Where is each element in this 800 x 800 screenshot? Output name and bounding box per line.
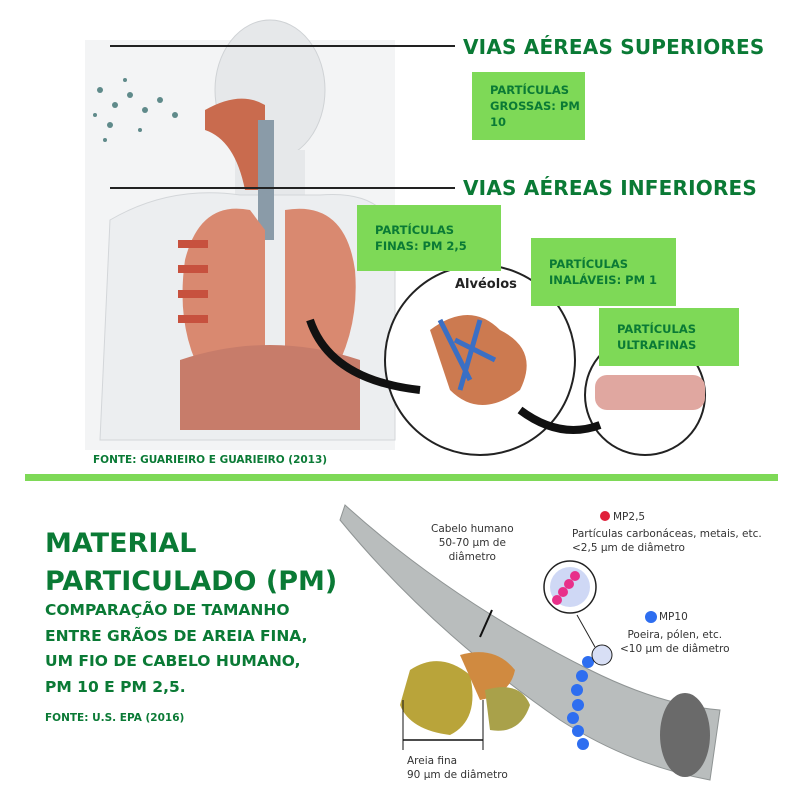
label-line: <10 µm de diâmetro bbox=[620, 643, 730, 655]
subtitle-line: ENTRE GRÃOS DE AREIA FINA, bbox=[45, 626, 308, 645]
label-line: diâmetro bbox=[448, 551, 496, 563]
box-line: FINAS: PM 2,5 bbox=[375, 239, 467, 253]
inhalable-particles-box: PARTÍCULAS INALÁVEIS: PM 1 bbox=[531, 238, 676, 306]
sand-label: Areia fina 90 µm de diâmetro bbox=[407, 754, 508, 782]
label-line: Cabelo humano bbox=[431, 523, 514, 535]
pm25-description: Partículas carbonáceas, metais, etc. <2,… bbox=[572, 527, 762, 555]
ultrafine-particles-box: PARTÍCULAS ULTRAFINAS bbox=[599, 308, 739, 366]
respiratory-system-illustration bbox=[85, 19, 706, 456]
box-line: GROSSAS: PM 10 bbox=[490, 99, 580, 129]
pm25-title: MP2,5 bbox=[613, 511, 646, 523]
box-line: PARTÍCULAS bbox=[617, 322, 697, 336]
box-line: PARTÍCULAS bbox=[375, 223, 455, 237]
label-line: Poeira, pólen, etc. bbox=[627, 629, 723, 641]
subtitle-line: COMPARAÇÃO DE TAMANHO bbox=[45, 601, 290, 619]
subtitle-line: UM FIO DE CABELO HUMANO, bbox=[45, 652, 301, 670]
lower-airways-heading: VIAS AÉREAS INFERIORES bbox=[463, 176, 758, 200]
hair-label: Cabelo humano 50-70 µm de diâmetro bbox=[431, 522, 514, 564]
box-line: ULTRAFINAS bbox=[617, 338, 697, 352]
top-source: FONTE: GUARIEIRO E GUARIEIRO (2013) bbox=[93, 454, 328, 466]
upper-airways-heading: VIAS AÉREAS SUPERIORES bbox=[463, 35, 765, 59]
subtitle-line: PM 10 E PM 2,5. bbox=[45, 677, 186, 696]
section-divider bbox=[25, 474, 778, 481]
label-line: 50-70 µm de bbox=[438, 537, 506, 549]
fine-particles-box: PARTÍCULAS FINAS: PM 2,5 bbox=[357, 205, 501, 271]
label-line: Partículas carbonáceas, metais, etc. bbox=[572, 528, 762, 540]
box-line: INALÁVEIS: PM 1 bbox=[549, 273, 658, 287]
pm-title-line1: MATERIAL bbox=[45, 528, 197, 559]
lower-airways-divider bbox=[110, 187, 455, 189]
box-line: PARTÍCULAS bbox=[549, 257, 629, 271]
label-line: <2,5 µm de diâmetro bbox=[572, 542, 685, 554]
upper-airways-divider bbox=[110, 45, 455, 47]
pm-title-line2: PARTICULADO (PM) bbox=[45, 566, 338, 597]
alveoli-label: Alvéolos bbox=[455, 277, 517, 292]
label-line: Areia fina bbox=[407, 755, 458, 767]
bottom-source: FONTE: U.S. EPA (2016) bbox=[45, 712, 185, 724]
pm-subtitle: COMPARAÇÃO DE TAMANHO ENTRE GRÃOS DE ARE… bbox=[45, 598, 307, 700]
pm10-description: Poeira, pólen, etc. <10 µm de diâmetro bbox=[620, 628, 730, 656]
pm10-title: MP10 bbox=[659, 611, 688, 623]
label-line: 90 µm de diâmetro bbox=[407, 769, 508, 781]
hair-particle-comparison-illustration bbox=[339, 504, 721, 781]
box-line: PARTÍCULAS bbox=[490, 83, 570, 97]
coarse-particles-box: PARTÍCULAS GROSSAS: PM 10 bbox=[472, 72, 585, 140]
